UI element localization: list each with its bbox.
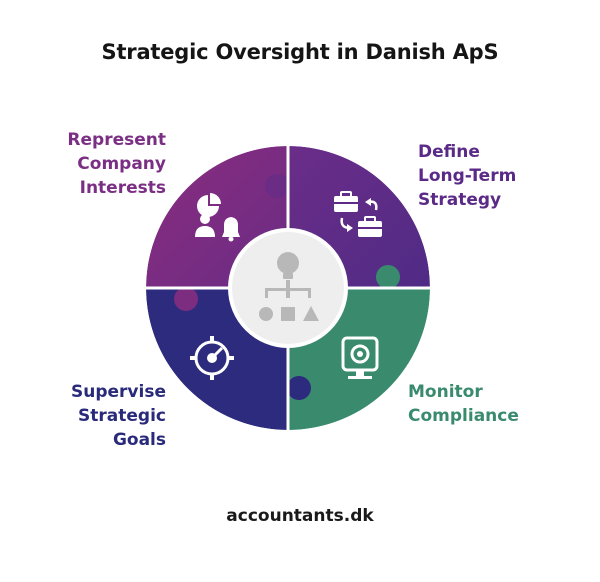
chart-person-bell-icon <box>195 193 240 242</box>
compass-gauge-icon <box>190 336 234 380</box>
label-monitor-compliance: Monitor Compliance <box>408 382 519 426</box>
diagram-title: Strategic Oversight in Danish ApS <box>101 40 499 64</box>
brand-footer: accountants.dk <box>226 506 374 526</box>
label-define-long-term-strategy: Define Long-Term Strategy <box>418 142 517 210</box>
monitor-camera-icon <box>341 336 379 379</box>
lightbulb-hierarchy-icon <box>259 252 319 321</box>
puzzle-tab-right <box>376 265 400 289</box>
briefcase-swap-icon <box>334 191 382 237</box>
label-supervise-strategic-goals: Supervise Strategic Goals <box>71 382 166 450</box>
label-represent-company-interests: Represent Company Interests <box>67 130 166 198</box>
puzzle-tab-bottom <box>287 376 311 400</box>
puzzle-tab-left <box>174 287 198 311</box>
puzzle-tab-top <box>265 174 289 198</box>
